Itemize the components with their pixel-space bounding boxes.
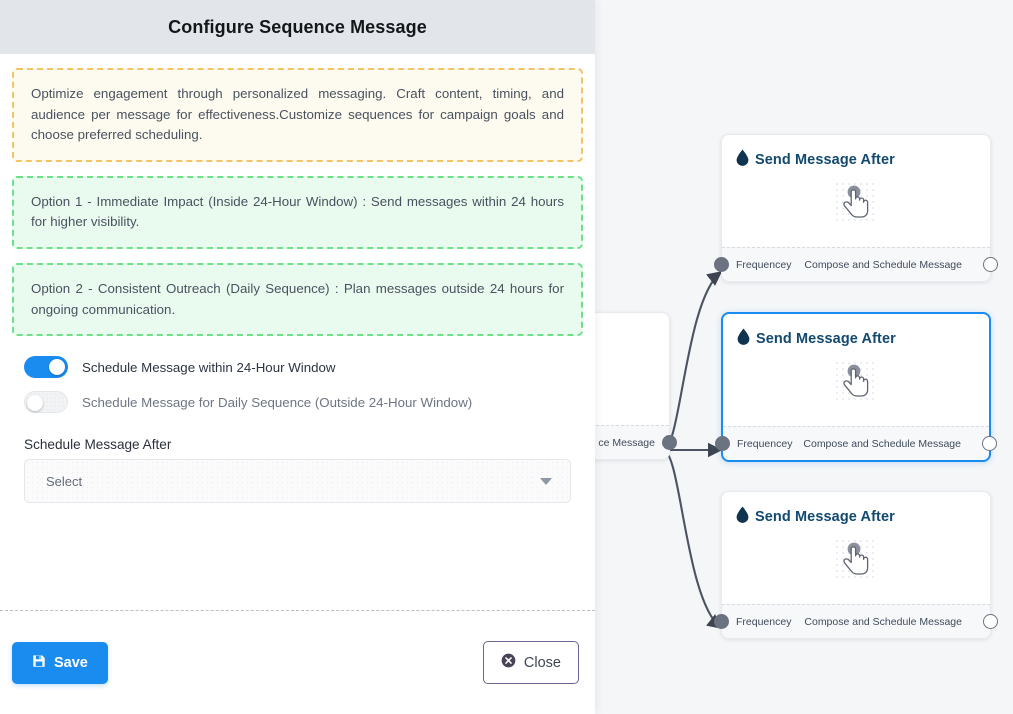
node-target-handle[interactable] (714, 614, 729, 629)
node-body: Send Message After (723, 314, 989, 426)
flow-node-top[interactable]: Send Message After Frequencey Compose an… (714, 134, 998, 282)
node-title-row: Send Message After (722, 492, 990, 527)
node-title-row: Send Message After (723, 314, 989, 349)
save-button[interactable]: Save (12, 641, 108, 684)
modal-body: Optimize engagement through personalized… (0, 54, 595, 610)
toggle-knob (49, 359, 65, 376)
node-body: Send Message After (722, 135, 990, 247)
node-title-label: Send Message After (755, 151, 895, 168)
configure-sequence-modal: Configure Sequence Message Optimize enga… (0, 0, 595, 714)
node-target-handle[interactable] (714, 257, 729, 272)
node-source-handle[interactable] (983, 257, 998, 272)
toggle-daily-sequence[interactable] (24, 391, 68, 414)
node-target-handle[interactable] (715, 436, 730, 451)
close-button-label: Close (523, 654, 561, 671)
node-body-icon-wrap (723, 360, 989, 404)
node-frequency-label: Frequencey (736, 258, 792, 271)
toggle-row-daily-sequence[interactable]: Schedule Message for Daily Sequence (Out… (24, 385, 583, 419)
node-source-handle[interactable] (662, 435, 677, 450)
toggle-knob (27, 395, 43, 412)
close-button[interactable]: Close (482, 641, 579, 684)
circle-x-icon (501, 653, 516, 672)
modal-footer: Save Close (0, 610, 595, 714)
node-compose-label: Compose and Schedule Message (804, 615, 962, 628)
toggle-daily-sequence-label: Schedule Message for Daily Sequence (Out… (82, 394, 473, 410)
node-title-label: Send Message After (756, 330, 896, 347)
pointer-hand-icon (834, 360, 878, 404)
flow-canvas[interactable]: ce Message Send Message After (505, 0, 1013, 714)
modal-header: Configure Sequence Message (0, 0, 595, 54)
node-body-icon-wrap (722, 538, 990, 582)
save-icon (32, 654, 46, 672)
flow-node-bottom[interactable]: Send Message After Frequencey Compose an… (714, 491, 998, 639)
toggle-row-within-24h[interactable]: Schedule Message within 24-Hour Window (24, 350, 583, 384)
node-footer-right-label: ce Message (598, 436, 655, 449)
water-drop-icon (737, 328, 750, 349)
schedule-message-after-select[interactable]: Select (24, 459, 571, 504)
water-drop-icon (736, 506, 749, 527)
page-title: Configure Sequence Message (168, 16, 427, 37)
info-callout-option-1: Option 1 - Immediate Impact (Inside 24-H… (12, 175, 583, 250)
flow-node-middle[interactable]: Send Message After Frequencey Compose an… (715, 312, 997, 462)
toggle-within-24h-label: Schedule Message within 24-Hour Window (82, 359, 336, 375)
node-footer: Frequencey Compose and Schedule Message (714, 604, 998, 638)
chevron-down-icon (540, 478, 552, 486)
node-frequency-label: Frequencey (737, 437, 793, 450)
toggle-within-24h[interactable] (24, 356, 68, 379)
water-drop-icon (736, 149, 749, 170)
node-footer: Frequencey Compose and Schedule Message (715, 426, 997, 460)
info-callout-overview-text: Optimize engagement through personalized… (31, 86, 564, 143)
node-compose-label: Compose and Schedule Message (804, 258, 962, 271)
node-body: Send Message After (722, 492, 990, 604)
info-callout-option-2: Option 2 - Consistent Outreach (Daily Se… (12, 263, 583, 337)
schedule-message-after-value: Select (46, 473, 83, 489)
info-callout-overview: Optimize engagement through personalized… (12, 68, 583, 162)
node-footer: Frequencey Compose and Schedule Message (714, 247, 998, 281)
info-callout-option-2-text: Option 2 - Consistent Outreach (Daily Se… (31, 281, 564, 317)
pointer-hand-icon (834, 181, 878, 225)
save-button-label: Save (54, 654, 88, 671)
node-compose-label: Compose and Schedule Message (803, 437, 961, 450)
node-source-handle[interactable] (983, 614, 998, 629)
node-source-handle[interactable] (982, 436, 997, 451)
node-title-row: Send Message After (722, 135, 990, 170)
info-callout-option-1-text: Option 1 - Immediate Impact (Inside 24-H… (31, 193, 564, 230)
schedule-message-after-label: Schedule Message After (24, 437, 172, 453)
pointer-hand-icon (834, 538, 878, 582)
node-frequency-label: Frequencey (736, 615, 792, 628)
node-body-icon-wrap (722, 181, 990, 225)
node-title-label: Send Message After (755, 508, 895, 525)
